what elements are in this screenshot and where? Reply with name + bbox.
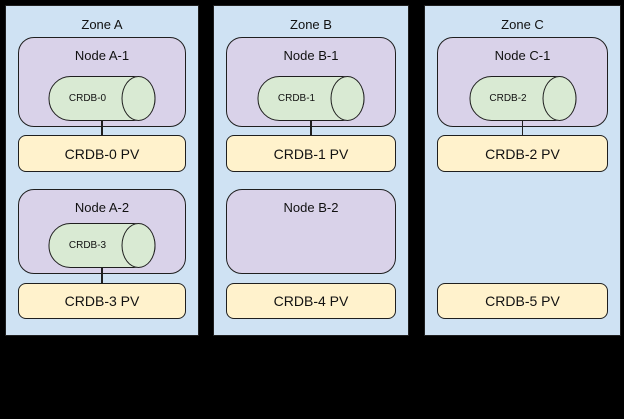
pv-box: CRDB-4 PV bbox=[226, 283, 396, 319]
disk-cylinder-icon: CRDB-1 bbox=[257, 76, 365, 121]
pv-box: CRDB-2 PV bbox=[437, 135, 608, 172]
zone-a: Zone A Node A-1 CRDB-0 CRDB-0 PV Node A-… bbox=[5, 5, 199, 336]
pv-label: CRDB-4 PV bbox=[273, 293, 349, 309]
disk-label: CRDB-2 bbox=[489, 93, 527, 104]
node-b-2: Node B-2 bbox=[226, 189, 396, 274]
node-c-1: Node C-1 CRDB-2 bbox=[437, 37, 608, 127]
node-title: Node A-1 bbox=[74, 48, 130, 63]
disk-cylinder-icon: CRDB-0 bbox=[48, 76, 156, 121]
disk-cap bbox=[121, 223, 156, 268]
node-a-2: Node A-2 CRDB-3 bbox=[18, 189, 186, 274]
disk-cap bbox=[330, 76, 365, 121]
pv-box: CRDB-0 PV bbox=[18, 135, 186, 172]
node-title: Node A-2 bbox=[74, 200, 130, 215]
node-title: Node B-2 bbox=[283, 200, 339, 215]
pv-label: CRDB-2 PV bbox=[485, 145, 560, 162]
zone-c: Zone C Node C-1 CRDB-2 CRDB-2 PV CRDB-5 … bbox=[424, 5, 621, 336]
pv-box: CRDB-5 PV bbox=[437, 283, 608, 319]
pv-box: CRDB-3 PV bbox=[18, 283, 186, 319]
disk-label: CRDB-3 bbox=[68, 240, 107, 251]
zone-b: Zone B Node B-1 CRDB-1 CRDB-1 PV Node B-… bbox=[213, 5, 409, 336]
node-a-1: Node A-1 CRDB-0 bbox=[18, 37, 186, 127]
pv-box: CRDB-1 PV bbox=[226, 135, 396, 172]
pv-label: CRDB-0 PV bbox=[64, 145, 140, 162]
node-title: Node B-1 bbox=[283, 48, 339, 63]
zone-title: Zone B bbox=[290, 17, 332, 32]
pv-label: CRDB-5 PV bbox=[485, 293, 560, 309]
connector-line bbox=[101, 268, 103, 284]
disk-cap bbox=[121, 76, 156, 121]
node-b-1: Node B-1 CRDB-1 bbox=[226, 37, 396, 127]
pv-label: CRDB-3 PV bbox=[64, 293, 140, 309]
disk-cylinder-icon: CRDB-3 bbox=[48, 223, 156, 268]
zone-title: Zone C bbox=[501, 17, 544, 32]
zone-title: Zone A bbox=[81, 17, 123, 32]
disk-cap bbox=[542, 76, 576, 121]
pv-label: CRDB-1 PV bbox=[273, 145, 349, 162]
disk-cylinder-icon: CRDB-2 bbox=[469, 76, 576, 121]
connector-line bbox=[310, 121, 312, 136]
connector-line bbox=[521, 121, 523, 136]
disk-label: CRDB-1 bbox=[277, 93, 316, 104]
disk-label: CRDB-0 bbox=[68, 93, 107, 104]
connector-line bbox=[101, 121, 103, 136]
node-title: Node C-1 bbox=[494, 48, 551, 63]
